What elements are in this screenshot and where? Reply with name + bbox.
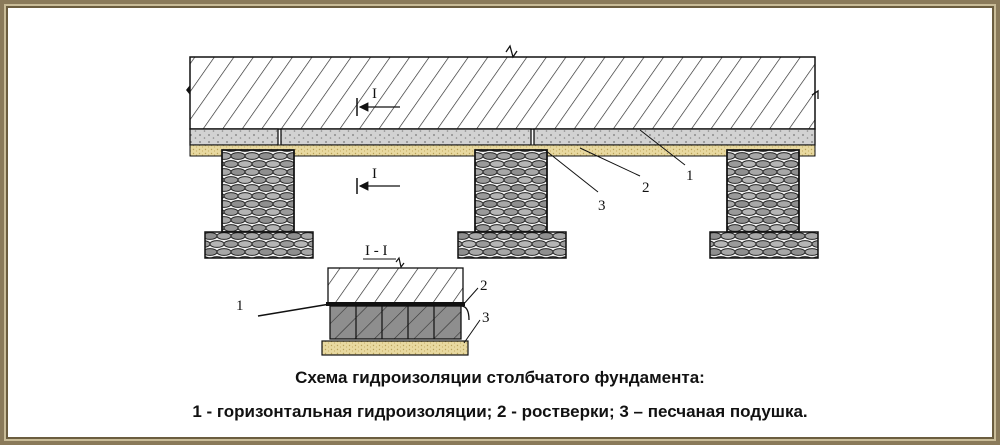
section-label-bottom: I: [372, 166, 377, 182]
section-mark-bottom: I: [356, 166, 400, 194]
leaders-detail: 1 2 3: [236, 278, 490, 344]
wall: [186, 44, 819, 130]
pier-right: [709, 149, 819, 259]
detail-label-2: 2: [480, 278, 488, 294]
caption-legend: 1 - горизонтальная гидроизоляции; 2 - ро…: [192, 402, 808, 421]
section-detail: I - I: [321, 243, 470, 356]
detail-label-3: 3: [482, 310, 490, 326]
section-label-top: I: [372, 86, 377, 102]
label-3: 3: [598, 198, 606, 214]
detail-label-1: 1: [236, 298, 244, 314]
pier-middle: [457, 149, 567, 259]
pier-left: [204, 149, 314, 259]
leaders-top: 3 2 1: [544, 129, 694, 214]
grade-beam: [189, 128, 816, 146]
label-1: 1: [686, 168, 694, 184]
label-2: 2: [642, 180, 650, 196]
section-title: I - I: [365, 243, 388, 259]
section-mark-top: I: [356, 86, 400, 116]
caption-title: Схема гидроизоляции столбчатого фундамен…: [295, 368, 705, 387]
